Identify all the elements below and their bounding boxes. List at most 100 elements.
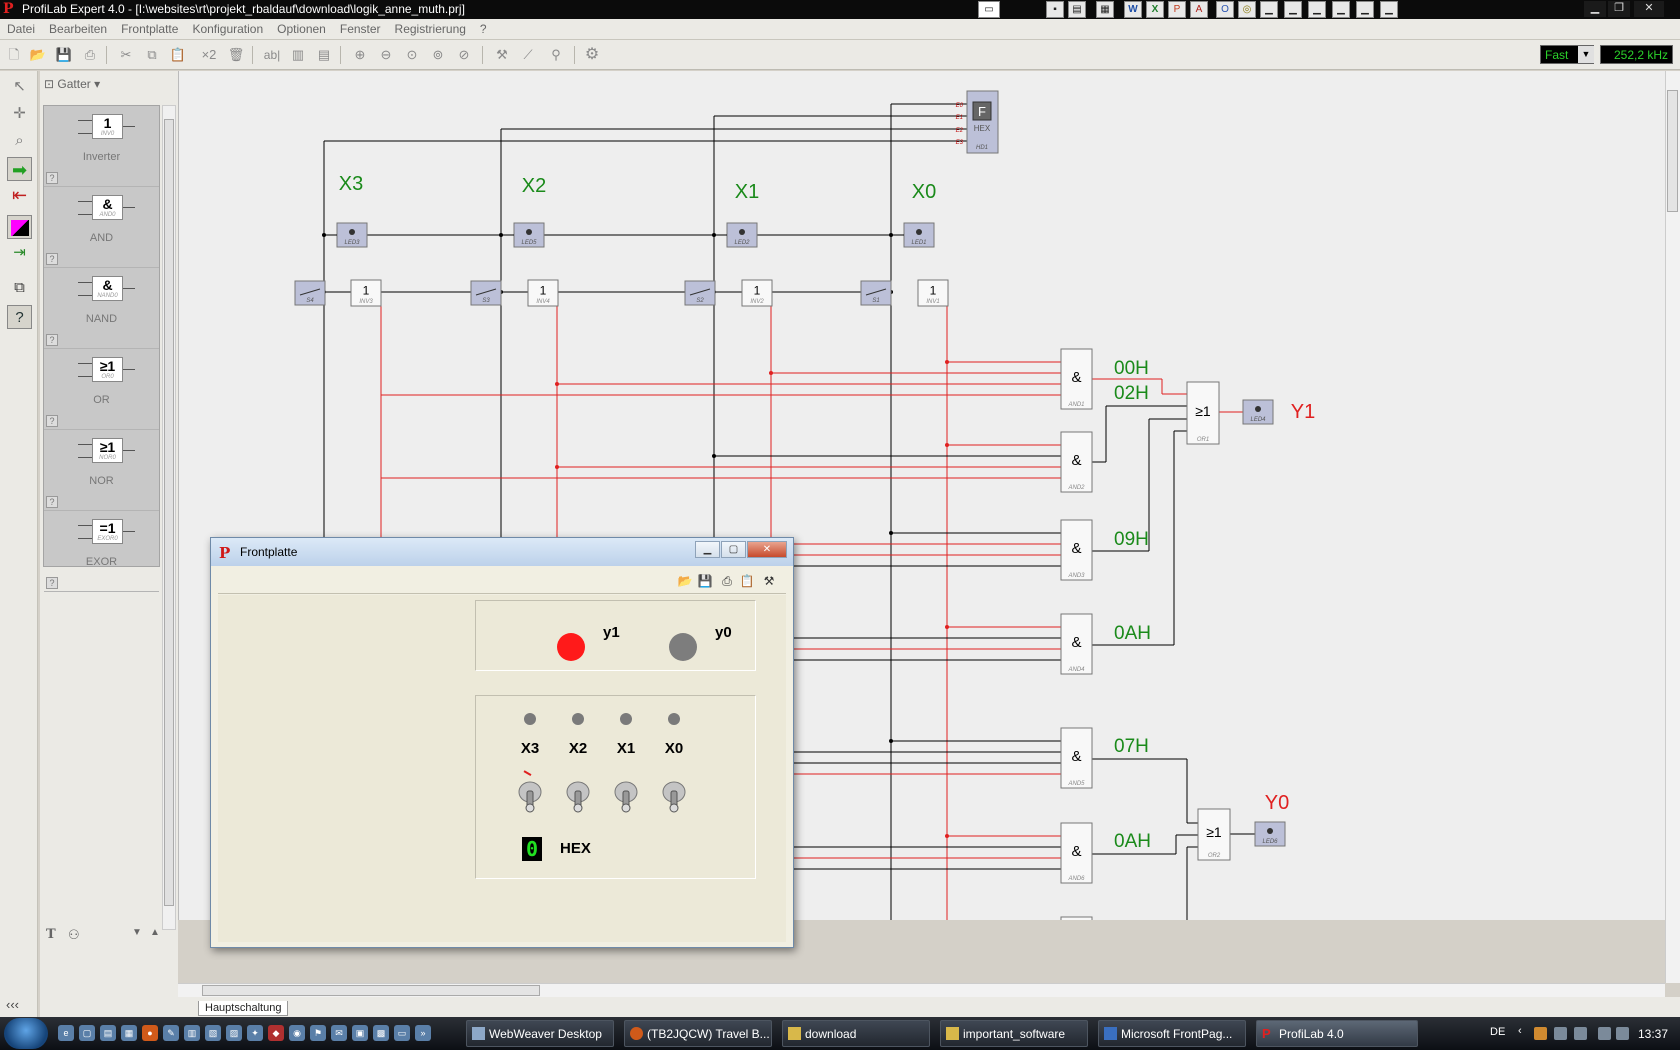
cut-icon[interactable]: ✂: [120, 47, 132, 62]
crosshair-icon[interactable]: ✛: [13, 105, 26, 122]
gate-symbol[interactable]: &NAND0: [92, 276, 123, 301]
chart-icon-2[interactable]: ▁: [1284, 1, 1302, 18]
zoom-area-icon[interactable]: ⊚: [432, 47, 444, 62]
chart-icon-3[interactable]: ▁: [1308, 1, 1326, 18]
tray-icon[interactable]: [1574, 1027, 1587, 1040]
spreadsheet-icon[interactable]: ▦: [1096, 1, 1114, 18]
gate-category-select[interactable]: ⊡ Gatter ▾: [44, 77, 174, 95]
menu-fenster[interactable]: Fenster: [339, 22, 381, 36]
canvas-vertical-thumb[interactable]: [1667, 90, 1678, 212]
chart-icon-6[interactable]: ▁: [1380, 1, 1398, 18]
wire-tool-icon[interactable]: ⟋: [523, 47, 533, 62]
open-folder-icon[interactable]: 📂: [29, 47, 47, 62]
probe-icon[interactable]: ⚲: [551, 47, 561, 62]
quicklaunch-icon[interactable]: ▦: [121, 1025, 137, 1041]
clipboard-icon[interactable]: 📋: [739, 574, 755, 588]
export-icon[interactable]: ⧉: [14, 279, 25, 296]
canvas-horizontal-scrollbar[interactable]: [178, 983, 1665, 997]
zoom-in-icon[interactable]: ⊕: [354, 47, 366, 62]
document-icon[interactable]: ▤: [1068, 1, 1086, 18]
powerpoint-icon[interactable]: P: [1168, 1, 1186, 18]
network-icon[interactable]: [1598, 1027, 1611, 1040]
outlook-icon[interactable]: O: [1216, 1, 1234, 18]
gate-help-icon[interactable]: ?: [46, 334, 58, 346]
access-icon[interactable]: A: [1190, 1, 1208, 18]
settings-gear-icon[interactable]: ⚙: [584, 46, 600, 63]
restore-icon[interactable]: ❐: [1608, 1, 1630, 17]
chart-icon-5[interactable]: ▁: [1356, 1, 1374, 18]
menu-registrierung[interactable]: Registrierung: [394, 22, 466, 36]
quicklaunch-icon[interactable]: »: [415, 1025, 431, 1041]
maximize-icon[interactable]: ▢: [721, 541, 746, 558]
gate-help-icon[interactable]: ?: [46, 415, 58, 427]
quicklaunch-icon[interactable]: ▨: [226, 1025, 242, 1041]
tray-icon[interactable]: [1554, 1027, 1567, 1040]
gate-symbol[interactable]: &AND0: [92, 195, 123, 220]
gate-help-icon[interactable]: ?: [46, 253, 58, 265]
save-icon[interactable]: 💾: [697, 574, 713, 588]
chevron-down-icon[interactable]: ▼: [1578, 46, 1594, 63]
quicklaunch-icon[interactable]: ▣: [352, 1025, 368, 1041]
collapse-icon[interactable]: ‹‹‹: [6, 997, 19, 1012]
paste-icon[interactable]: 📋: [169, 47, 187, 62]
color-icon[interactable]: [7, 215, 32, 239]
quicklaunch-icon[interactable]: ▢: [79, 1025, 95, 1041]
delete-icon[interactable]: 🗑: [227, 47, 245, 62]
task-frontpage[interactable]: Microsoft FrontPag...: [1098, 1020, 1246, 1047]
step-icon[interactable]: ⇥: [13, 244, 26, 261]
toggle-switch-x3[interactable]: [517, 779, 543, 813]
tool-icon[interactable]: ◎: [1238, 1, 1256, 18]
hammer-icon[interactable]: ⚒: [496, 47, 508, 62]
copy-icon[interactable]: ⧉: [147, 47, 157, 62]
menu-optionen[interactable]: Optionen: [277, 22, 326, 36]
language-indicator[interactable]: DE: [1490, 1026, 1506, 1038]
menu-datei[interactable]: Datei: [7, 22, 36, 36]
quicklaunch-icon[interactable]: ▤: [100, 1025, 116, 1041]
chart-icon-1[interactable]: ▁: [1260, 1, 1278, 18]
toggle-switch-x2[interactable]: [565, 779, 591, 813]
magnifier-icon[interactable]: ⌕: [15, 132, 24, 149]
stop-arrow-icon[interactable]: ⇤: [11, 185, 28, 205]
quicklaunch-icon[interactable]: ✎: [163, 1025, 179, 1041]
menu-help[interactable]: ?: [479, 22, 487, 36]
tray-icon[interactable]: [1534, 1027, 1547, 1040]
pointer-icon[interactable]: ↖: [13, 78, 26, 95]
start-button[interactable]: [4, 1018, 48, 1049]
front-panel-titlebar[interactable]: P Frontplatte ▁ ▢ ✕: [211, 538, 793, 566]
help-pointer-icon[interactable]: ?: [7, 305, 32, 329]
task-webweaver[interactable]: WebWeaver Desktop: [466, 1020, 614, 1047]
toggle-switch-x0[interactable]: [661, 779, 687, 813]
gate-scroll-thumb[interactable]: [164, 119, 174, 906]
chart-icon-4[interactable]: ▁: [1332, 1, 1350, 18]
task-download[interactable]: download: [782, 1020, 930, 1047]
run-arrow-icon[interactable]: ➡: [7, 157, 32, 181]
duplicate-button[interactable]: ×2: [201, 47, 217, 62]
quicklaunch-icon[interactable]: ●: [142, 1025, 158, 1041]
menu-frontplatte[interactable]: Frontplatte: [121, 22, 179, 36]
quicklaunch-icon[interactable]: ✦: [247, 1025, 263, 1041]
columns-icon[interactable]: ▤: [317, 47, 331, 62]
tray-expand-icon[interactable]: ‹: [1518, 1025, 1522, 1037]
toggle-switch-x1[interactable]: [613, 779, 639, 813]
app-icon[interactable]: ▪: [1046, 1, 1064, 18]
minimize-icon[interactable]: ▁: [695, 541, 720, 558]
quicklaunch-icon[interactable]: ◆: [268, 1025, 284, 1041]
quicklaunch-icon[interactable]: ✉: [331, 1025, 347, 1041]
quicklaunch-icon[interactable]: ▧: [205, 1025, 221, 1041]
save-icon[interactable]: 💾: [55, 47, 73, 62]
gate-help-icon[interactable]: ?: [46, 172, 58, 184]
close-icon[interactable]: ✕: [747, 541, 787, 558]
quicklaunch-icon[interactable]: ▩: [373, 1025, 389, 1041]
quicklaunch-icon[interactable]: ▭: [394, 1025, 410, 1041]
grid-icon[interactable]: ▥: [291, 47, 305, 62]
